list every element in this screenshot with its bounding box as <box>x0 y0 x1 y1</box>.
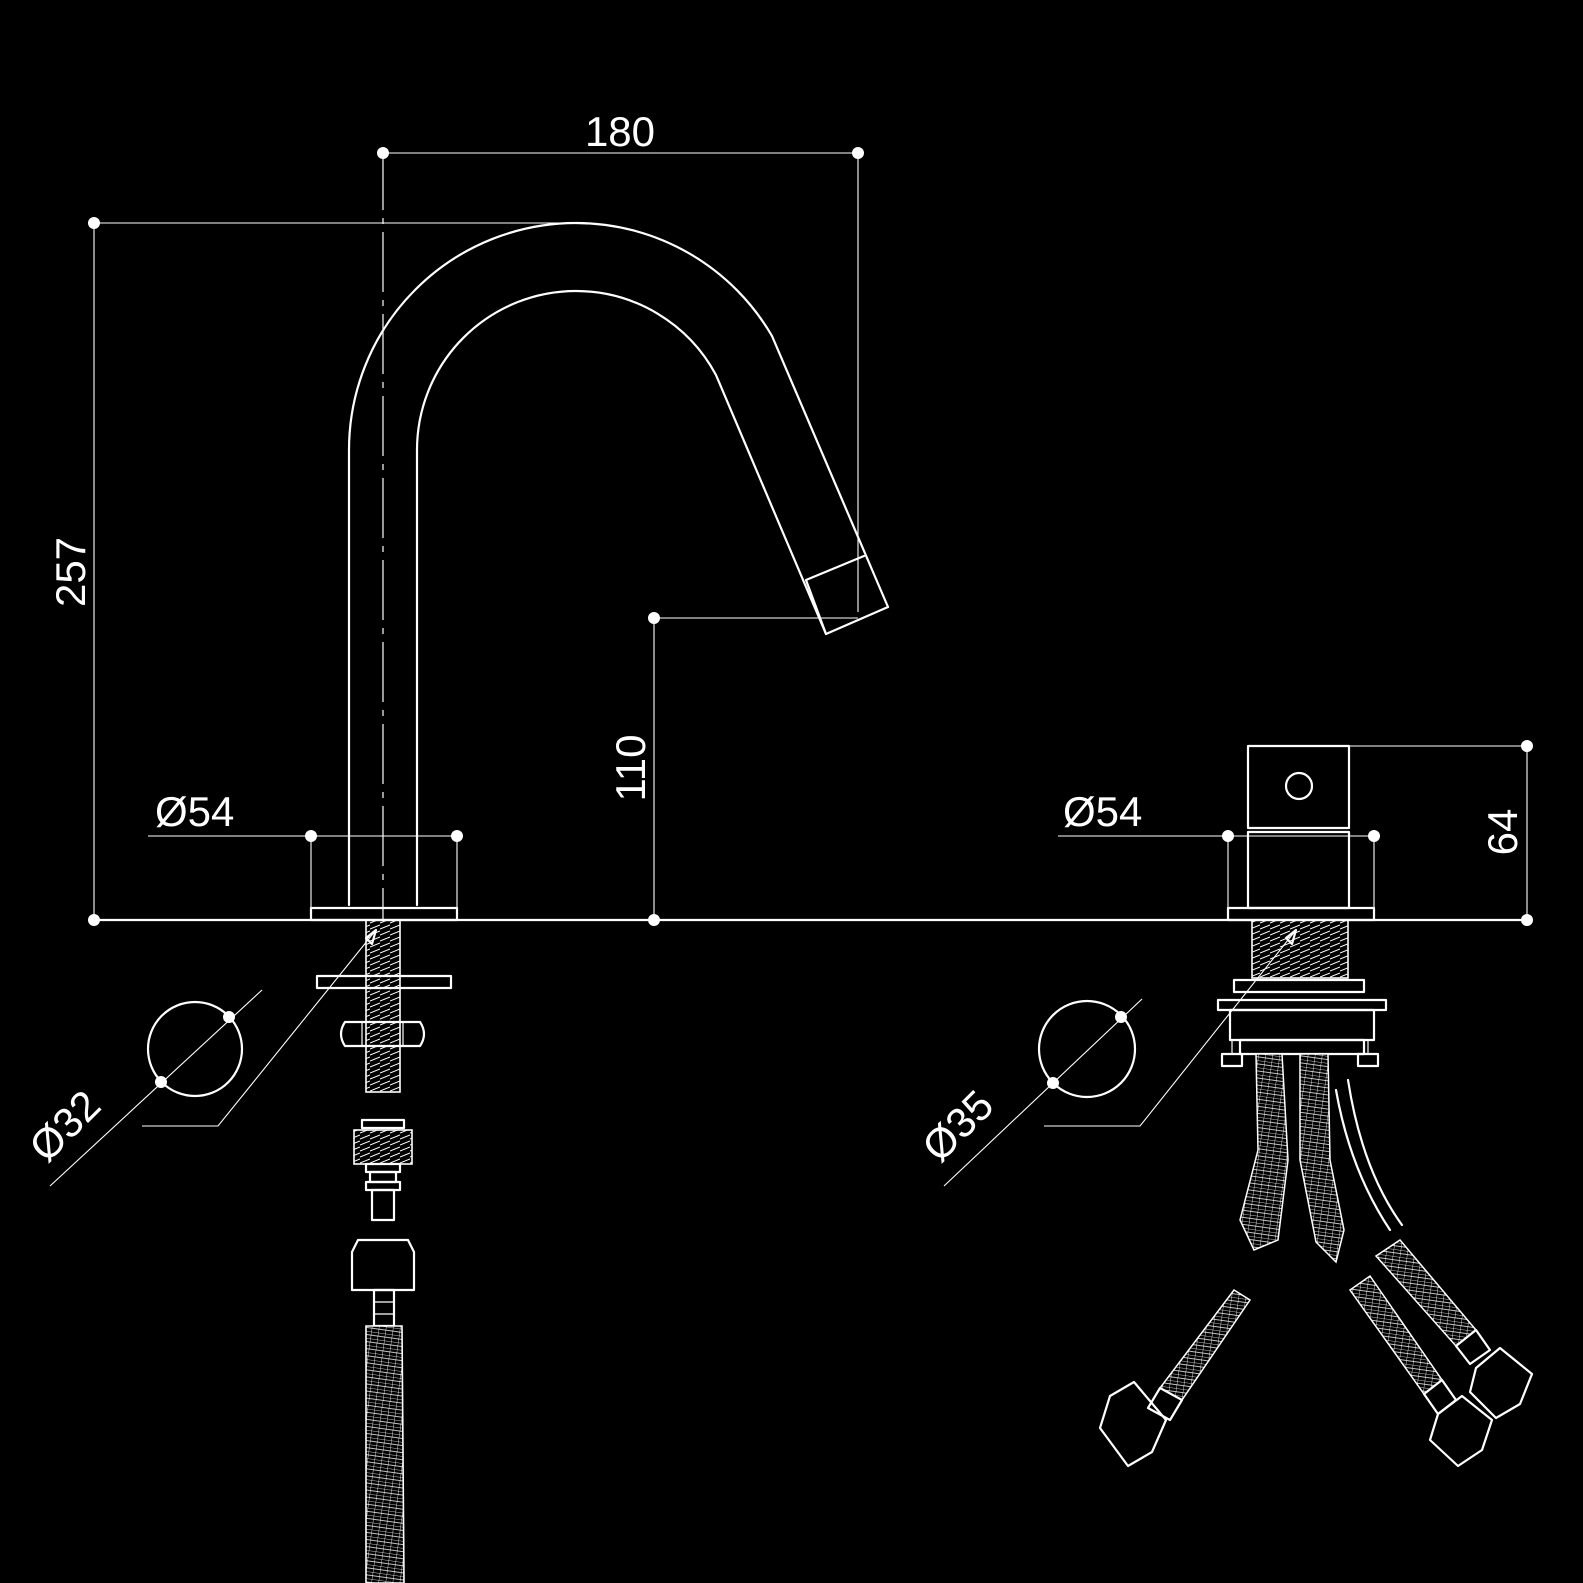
dimension-mixer-base-label: Ø54 <box>1063 788 1142 835</box>
mixer-hoses <box>1098 1053 1534 1468</box>
spout-fixing-assembly <box>315 919 453 1583</box>
dimension-reach <box>377 147 864 612</box>
dimension-mixer-hole-label: Ø35 <box>913 1081 1002 1170</box>
dimension-mixer-base <box>1058 830 1380 908</box>
spout-body <box>309 150 890 922</box>
dimension-overall-height <box>88 217 576 926</box>
mixer-body <box>1226 744 1376 922</box>
dimension-reach-label: 180 <box>585 108 655 155</box>
dimension-spout-base <box>148 830 463 908</box>
dimension-spout-hole-label: Ø32 <box>20 1081 109 1170</box>
dimension-spout-base-label: Ø54 <box>155 788 234 835</box>
dimension-mixer-height <box>1349 740 1533 926</box>
dimension-mixer-height-label: 64 <box>1479 809 1526 856</box>
dimension-spout-hole <box>49 928 378 1187</box>
dimension-outlet-height-label: 110 <box>607 735 654 802</box>
dimension-overall-height-label: 257 <box>47 537 94 607</box>
dimension-outlet-height <box>648 612 858 926</box>
dimension-mixer-hole <box>943 928 1298 1187</box>
mixer-fixing-assembly <box>1216 919 1388 1068</box>
